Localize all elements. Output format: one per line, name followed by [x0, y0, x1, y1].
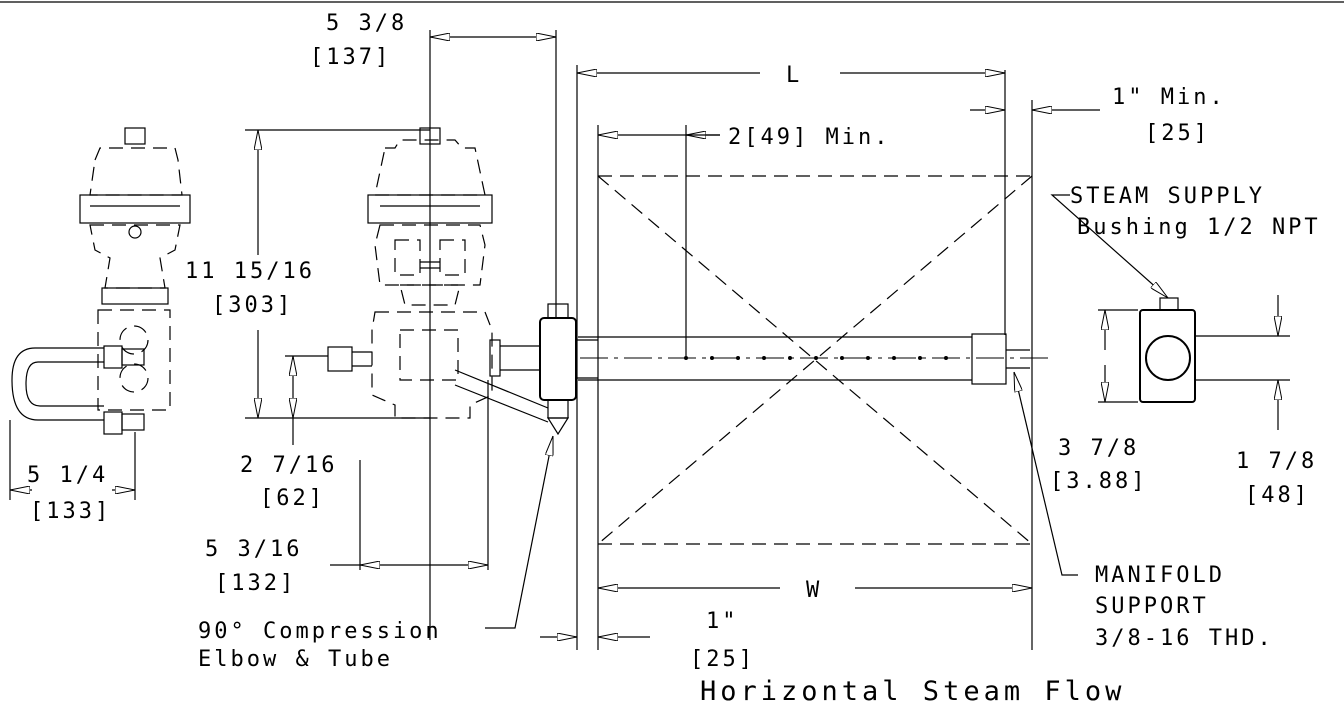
extension-lines: [429, 30, 1033, 650]
label-62: [62]: [260, 486, 325, 511]
orifices: [684, 356, 948, 360]
end-view: [1098, 297, 1290, 403]
label-3-88: [3.88]: [1050, 469, 1147, 494]
label-133: [133]: [30, 499, 111, 524]
label-303: [303]: [212, 293, 293, 318]
manifold-header: [454, 303, 598, 436]
duct-outline: [597, 175, 1033, 545]
label-5-1-4: 5 1/4: [27, 463, 108, 488]
actuator-side-view: [9, 127, 191, 500]
label-1-7-8: 1 7/8: [1236, 449, 1317, 474]
label-2-49-min: 2[49] Min.: [728, 125, 890, 150]
label-steam-supply: STEAM SUPPLY: [1070, 184, 1265, 209]
dispersion-tube: [578, 333, 1050, 385]
label-11-15-16: 11 15/16: [185, 259, 315, 284]
label-L: L: [786, 63, 802, 88]
label-W: W: [806, 578, 822, 603]
label-5-3-8: 5 3/8: [326, 11, 407, 36]
dimension-lines: [10, 37, 1278, 637]
label-3-7-8: 3 7/8: [1058, 436, 1139, 461]
drawing-title: Horizontal Steam Flow: [700, 676, 1125, 707]
actuator-front-view: [285, 127, 493, 419]
label-compression: 90° Compression: [198, 619, 442, 644]
label-25-top: [25]: [1145, 121, 1210, 146]
label-137: [137]: [310, 45, 391, 70]
leader-lines: [485, 194, 1168, 629]
label-132: [132]: [215, 571, 296, 596]
label-25-bottom: [25]: [690, 647, 755, 672]
label-thread: 3/8-16 THD.: [1095, 626, 1274, 651]
label-1-min: 1" Min.: [1112, 85, 1226, 110]
label-48: [48]: [1245, 483, 1310, 508]
label-support: SUPPORT: [1095, 594, 1209, 619]
label-5-3-16: 5 3/16: [205, 537, 302, 562]
label-bushing: Bushing 1/2 NPT: [1077, 215, 1321, 240]
label-manifold: MANIFOLD: [1095, 563, 1225, 588]
label-elbow-tube: Elbow & Tube: [198, 647, 393, 672]
label-1-inch: 1": [706, 609, 739, 634]
label-2-7-16: 2 7/16: [240, 453, 337, 478]
